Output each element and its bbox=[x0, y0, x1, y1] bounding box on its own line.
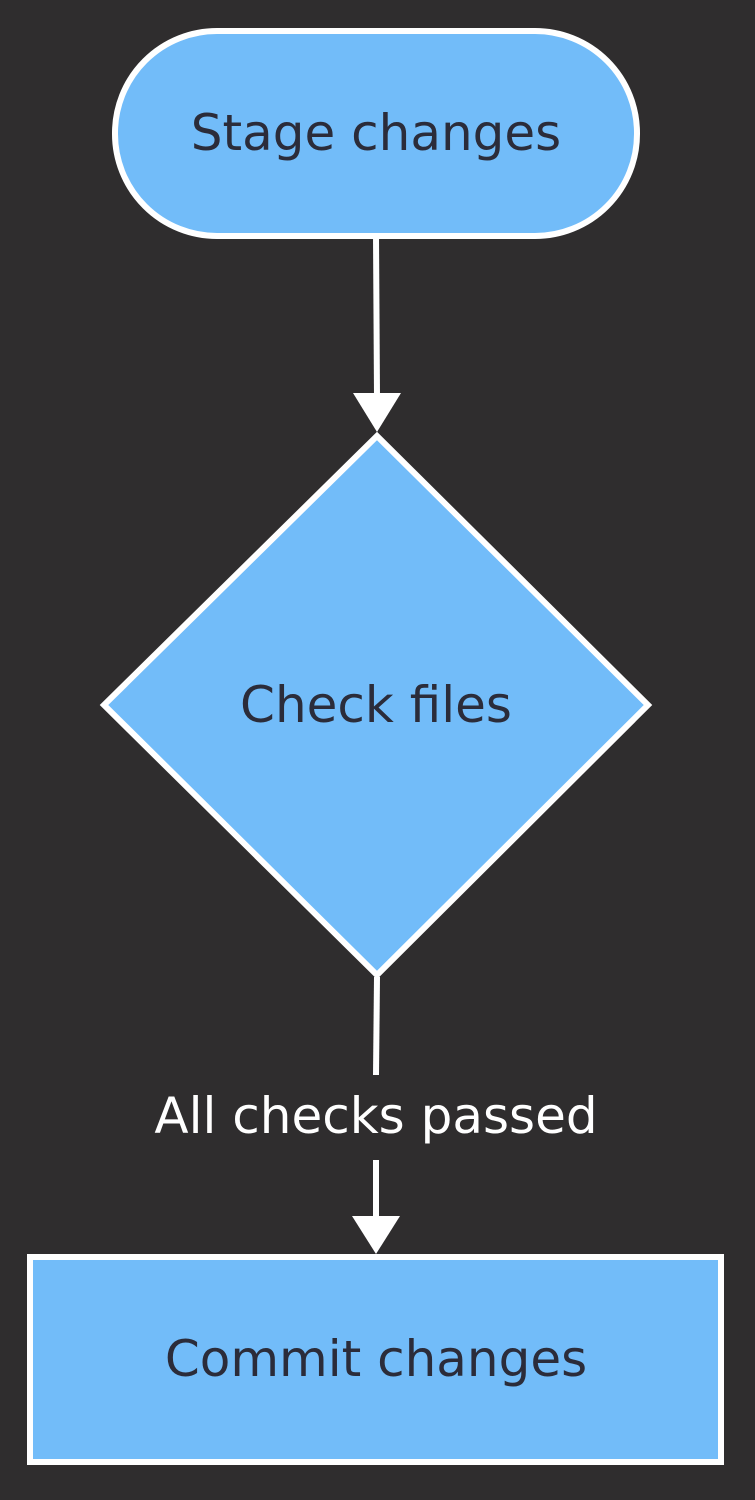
node-check-files[interactable]: Check files bbox=[99, 431, 653, 980]
edge-check-to-commit-line-top bbox=[373, 976, 380, 1076]
edge-stage-to-check-arrowhead bbox=[353, 393, 401, 432]
node-commit-changes-label: Commit changes bbox=[165, 1330, 587, 1388]
node-stage-changes-label: Stage changes bbox=[191, 104, 561, 162]
edge-check-to-commit: All checks passed bbox=[154, 976, 598, 1254]
edge-stage-to-check bbox=[353, 235, 401, 432]
edge-check-to-commit-arrowhead bbox=[352, 1216, 400, 1254]
node-check-files-label: Check files bbox=[240, 676, 512, 734]
node-stage-changes[interactable]: Stage changes bbox=[112, 28, 640, 239]
node-commit-changes[interactable]: Commit changes bbox=[27, 1254, 724, 1465]
node-check-files-shape bbox=[99, 431, 653, 980]
node-commit-changes-shape bbox=[27, 1254, 724, 1465]
edge-stage-to-check-line bbox=[373, 235, 380, 397]
edge-check-to-commit-label: All checks passed bbox=[154, 1087, 597, 1145]
